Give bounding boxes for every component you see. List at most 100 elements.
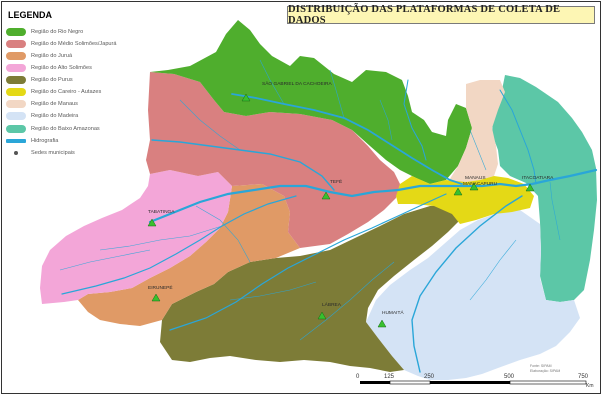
platform-marker-eirunepe: [151, 293, 161, 302]
platform-marker-humaita: [377, 319, 387, 328]
platform-marker-manaus: [469, 182, 479, 191]
city-label-tefe: TEFÉ: [330, 180, 343, 185]
region-rio-negro: [150, 20, 472, 184]
scale-segment: [509, 380, 587, 385]
tributary: [99, 225, 223, 251]
legend-swatch: [6, 76, 26, 85]
platform-marker-labrea: [317, 311, 327, 320]
platform-marker-manacapuru: [453, 187, 463, 196]
region-medio-solimoes: [146, 72, 400, 248]
tributary: [259, 59, 285, 105]
legend-item: Região do Careiro - Autazes: [6, 86, 156, 98]
legend-label: Região do Madeira: [31, 113, 79, 120]
tributary: [329, 69, 345, 119]
river-jurua: [61, 195, 297, 295]
region-madeira: [366, 210, 580, 380]
tributaries: [59, 59, 561, 341]
legend-item: Região do Madeira: [6, 111, 156, 123]
city-label-manacapuru: MANACAPURU: [463, 182, 498, 187]
scale-bar: [360, 380, 587, 385]
region-baixo-amazonas: [492, 75, 597, 302]
platform-marker-sao-gabriel: [241, 93, 251, 102]
legend-title: LEGENDA: [8, 10, 53, 20]
river-solimoes-amazonas: [148, 168, 598, 224]
legend-item: Região de Manaus: [6, 99, 156, 111]
legend-label: Região do Médio Solimões/Japurá: [31, 40, 117, 47]
legend-label: Região do Baixo Amazonas: [31, 125, 100, 132]
legend-swatch: [6, 27, 26, 36]
city-label-labrea: LÁBREA: [322, 303, 341, 308]
tributary: [299, 261, 395, 341]
legend-swatch: [6, 88, 26, 97]
scale-segment: [360, 381, 390, 384]
scale-tick-0: 0: [356, 374, 360, 380]
legend-swatch: [6, 39, 26, 48]
scale-segment: [430, 381, 510, 384]
legend-item: Região do Médio Solimões/Japurá: [6, 38, 156, 50]
river-negro: [231, 93, 463, 185]
river-trombetas: [499, 89, 537, 185]
seat-symbol-icon: [14, 150, 18, 155]
legend-item: Região do Baixo Amazonas: [6, 123, 156, 135]
legend-label: Região do Alto Solimões: [31, 65, 92, 72]
platform-markers: [147, 93, 535, 328]
legend-swatch: [6, 112, 26, 121]
tributary: [229, 281, 317, 301]
legend-swatch: [6, 64, 26, 73]
river-symbol-icon: [6, 138, 26, 143]
map-credits: Fonte: SIPAM Elaboração: SIPAM: [530, 364, 560, 373]
legend-swatch: [6, 124, 26, 133]
tributary: [59, 249, 151, 271]
legend-label: Hidrografia: [31, 137, 59, 144]
legend-item: Região do Alto Solimões: [6, 62, 156, 74]
tributary: [195, 205, 251, 263]
credit-line: Fonte: SIPAM: [530, 364, 552, 368]
legend-item: Sedes municipais: [6, 147, 156, 159]
scale-tick-125: 125: [384, 374, 395, 380]
river-madeira: [411, 195, 523, 373]
tributary: [469, 129, 487, 171]
scale-segment: [389, 380, 431, 385]
legend-item: Região do Juruá: [6, 50, 156, 62]
scale-tick-250: 250: [424, 374, 435, 380]
city-label-tabatinga: TABATINGA: [148, 210, 175, 215]
legend-label: Região do Purus: [31, 77, 73, 84]
city-label-sao-gabriel: SÃO GABRIEL DA CACHOEIRA: [262, 82, 332, 87]
legend-label: Sedes municipais: [31, 149, 75, 156]
legend-label: Região de Manaus: [31, 101, 78, 108]
legend-item: Hidrografia: [6, 135, 156, 147]
legend-label: Região do Careiro - Autazes: [31, 89, 102, 96]
tributary: [549, 181, 561, 241]
credit-line: Elaboração: SIPAM: [530, 368, 561, 373]
river-japura: [151, 139, 335, 191]
region-manaus: [448, 80, 505, 182]
river-purus: [169, 193, 447, 331]
platform-marker-itacoatiara: [525, 183, 535, 192]
region-careiro-autazes: [396, 176, 534, 224]
city-label-eirunepe: EIRUNEPÉ: [148, 286, 173, 291]
region-alto-solimoes: [40, 170, 232, 304]
tributary: [469, 239, 517, 301]
legend-item: Região do Rio Negro: [6, 26, 156, 38]
legend-swatch: [6, 100, 26, 109]
legend-item: Região do Purus: [6, 74, 156, 86]
scale-tick-750: 750: [578, 374, 589, 380]
rivers: [61, 79, 598, 373]
legend-swatch: [6, 51, 26, 60]
region-purus: [160, 204, 462, 372]
city-label-itacoatiara: ITACOATIARA: [522, 176, 554, 181]
platform-marker-tabatinga: [147, 218, 157, 227]
tributary: [179, 99, 241, 151]
city-label-humaita: HUMAITÁ: [382, 311, 404, 316]
platform-marker-tefe: [321, 191, 331, 200]
region-jurua: [78, 184, 300, 326]
legend-label: Região do Rio Negro: [31, 28, 84, 35]
scale-unit: Km: [586, 383, 594, 389]
map-title: DISTRIBUIÇÃO DAS PLATAFORMAS DE COLETA D…: [288, 4, 561, 26]
river-branco: [403, 79, 427, 161]
legend-label: Região do Juruá: [31, 52, 73, 59]
